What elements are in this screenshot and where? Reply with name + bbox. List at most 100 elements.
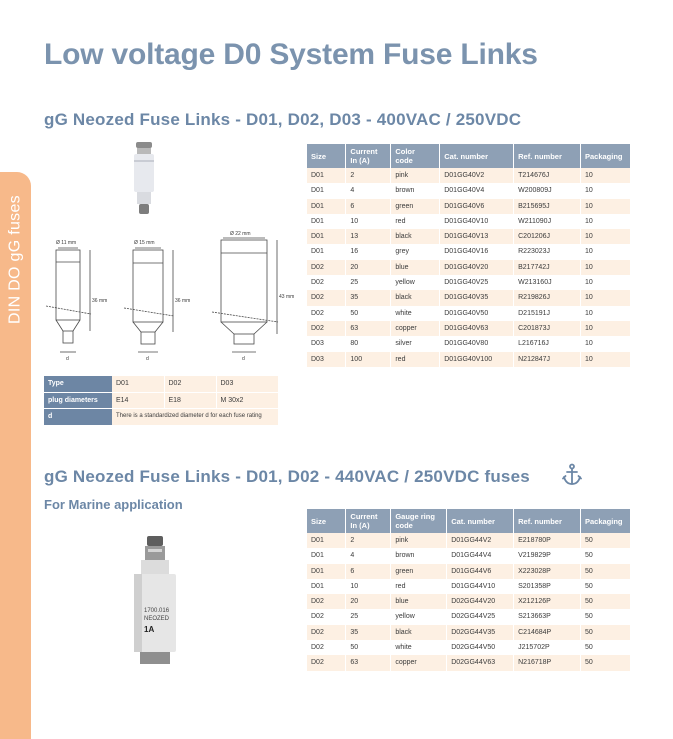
photo-text-3: 1A	[144, 625, 154, 634]
table-cell: white	[390, 305, 441, 321]
table-cell: 20	[345, 594, 392, 610]
table-cell: D215191J	[513, 305, 581, 321]
table-cell: D01	[307, 229, 347, 245]
header-cat-number: Cat. number	[446, 509, 515, 533]
section1-title: gG Neozed Fuse Links - D01, D02, D03 - 4…	[44, 110, 522, 129]
table-cell: D03	[307, 351, 347, 367]
table-cell: 50	[580, 655, 632, 671]
d-label-2: d	[146, 356, 149, 362]
table-cell: E218780P	[513, 533, 581, 549]
table-cell: 50	[345, 640, 392, 656]
table-cell: 50	[580, 563, 632, 579]
table-cell: B215695J	[513, 198, 581, 214]
table-cell: D02GG44V35	[446, 624, 515, 641]
d-row-note: There is a standardized diameter d for e…	[112, 408, 279, 426]
table-cell: D02	[307, 290, 347, 306]
table-cell: D02	[307, 624, 347, 641]
table-cell: 50	[580, 594, 632, 610]
table-cell: 10	[580, 290, 632, 306]
table-cell: silver	[390, 336, 441, 352]
table-cell: D01GG44V6	[446, 563, 515, 579]
table-header-row: Size Current In (A) Color code Cat. numb…	[307, 144, 632, 168]
table-cell: white	[390, 640, 448, 656]
table-cell: 63	[345, 320, 392, 337]
table-cell: D02GG44V63	[446, 655, 515, 671]
d-row: d There is a standardized diameter d for…	[44, 408, 279, 426]
table-cell: D02	[307, 259, 347, 276]
plug-value: E14	[112, 392, 165, 409]
table-header-row: Size Current In (A) Gauge ring code Cat.…	[307, 509, 632, 533]
table-cell: D01	[307, 548, 347, 564]
plug-value: M 30x2	[216, 392, 279, 409]
table-cell: D01GG40V13	[439, 229, 515, 245]
type-table: Type D01 D02 D03 plug diameters E14 E18 …	[44, 376, 279, 426]
height-label-36b: 36 mm	[175, 298, 190, 304]
table-cell: 10	[580, 320, 632, 337]
table-cell: 10	[580, 198, 632, 214]
table-cell: black	[390, 229, 441, 245]
table-cell: red	[390, 213, 441, 230]
table-cell: 6	[345, 198, 392, 214]
table-cell: 25	[345, 275, 392, 291]
plug-label: plug diameters	[44, 392, 112, 409]
table-cell: D01GG40V80	[439, 336, 515, 352]
table-cell: 10	[580, 275, 632, 291]
table-cell: brown	[390, 548, 448, 564]
table-cell: T214676J	[513, 168, 581, 184]
d3-diameter-label: Ø 22 mm	[230, 231, 251, 237]
type-value: D01	[112, 376, 165, 393]
table-cell: B217742J	[513, 259, 581, 276]
table-cell: D01	[307, 198, 347, 214]
side-tab	[0, 172, 31, 739]
d-row-label: d	[44, 408, 112, 426]
table-cell: D01GG40V2	[439, 168, 515, 184]
d2-diameter-label: Ø 15 mm	[134, 240, 155, 246]
table-cell: D01GG40V50	[439, 305, 515, 321]
table-cell: 6	[345, 563, 392, 579]
header-size: Size	[307, 144, 347, 168]
header-size: Size	[307, 509, 347, 533]
side-tab-label: DIN DO gG fuses	[6, 195, 24, 324]
table-cell: D01GG40V20	[439, 259, 515, 276]
table-cell: 10	[580, 244, 632, 260]
table-cell: D01	[307, 244, 347, 260]
table-cell: 50	[580, 533, 632, 549]
table-cell: D01	[307, 578, 347, 595]
table-cell: D01GG44V4	[446, 548, 515, 564]
table-cell: copper	[390, 655, 448, 671]
type-label: Type	[44, 376, 112, 393]
table-cell: 100	[345, 351, 392, 367]
table-cell: D01GG44V10	[446, 578, 515, 595]
table-cell: pink	[390, 168, 441, 184]
table-cell: D01	[307, 533, 347, 549]
table-cell: W213160J	[513, 275, 581, 291]
anchor-icon	[562, 463, 582, 485]
table-cell: 13	[345, 229, 392, 245]
table-cell: C214684P	[513, 624, 581, 641]
table-cell: D02	[307, 594, 347, 610]
header-packaging: Packaging	[580, 509, 632, 533]
table-cell: R219826J	[513, 290, 581, 306]
table-cell: 10	[580, 168, 632, 184]
table-cell: D01GG40V100	[439, 351, 515, 367]
table-cell: 80	[345, 336, 392, 352]
table-cell: 50	[580, 640, 632, 656]
table-cell: X212126P	[513, 594, 581, 610]
table-cell: 10	[580, 213, 632, 230]
fuse-table-440v-marine: Size Current In (A) Gauge ring code Cat.…	[307, 509, 632, 671]
table-cell: D01GG40V10	[439, 213, 515, 230]
